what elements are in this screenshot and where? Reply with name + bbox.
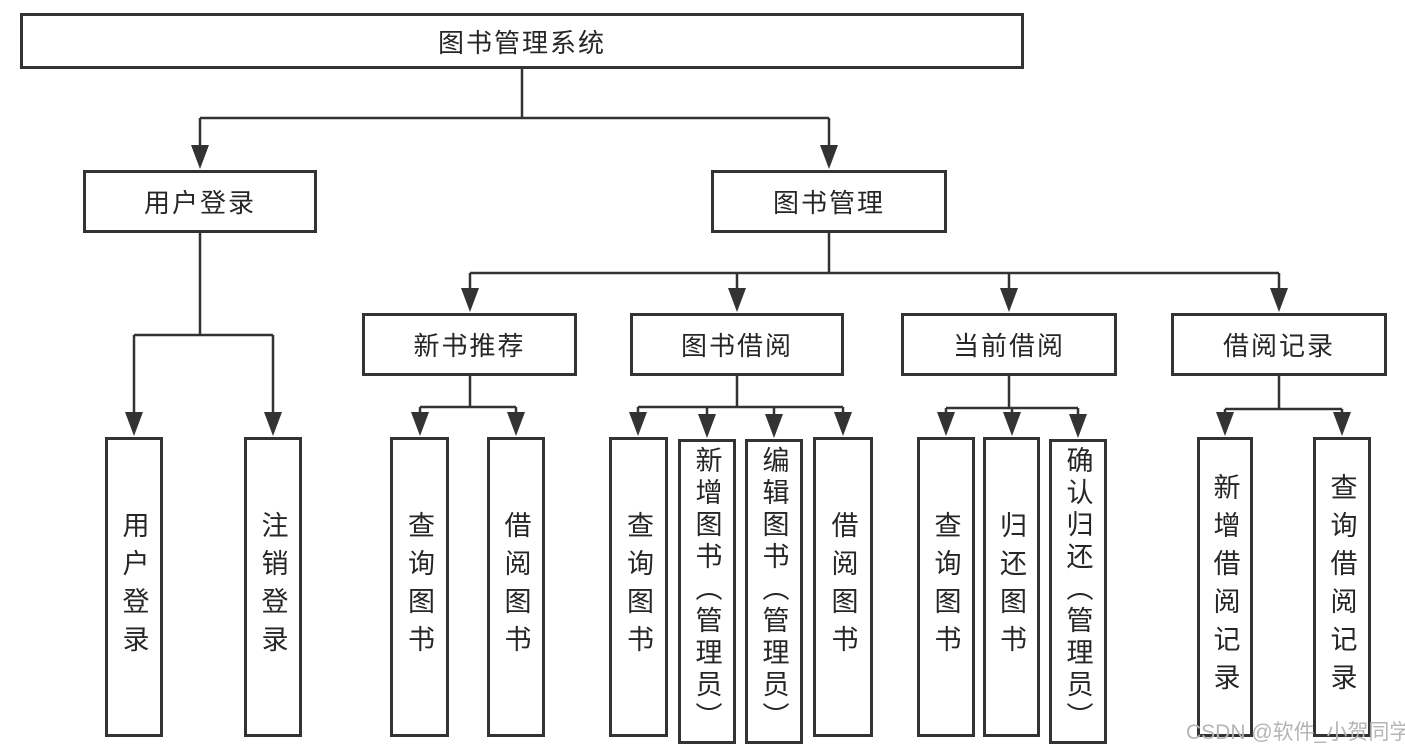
node-new-book-recommend: 新书推荐 xyxy=(362,313,577,376)
leaf-recommend-borrow-books: 借阅图书 xyxy=(487,437,545,737)
leaf-edit-books-admin: 编辑图书（管理员） xyxy=(745,439,803,744)
leaf-add-borrow-record: 新增借阅记录 xyxy=(1197,437,1253,737)
leaf-add-borrow-record-label: 新增借阅记录 xyxy=(1209,473,1240,701)
leaf-current-query-books: 查询图书 xyxy=(917,437,975,737)
node-new-book-recommend-label: 新书推荐 xyxy=(413,331,526,361)
node-root-label: 图书管理系统 xyxy=(437,27,606,58)
leaf-borrow-query-books: 查询图书 xyxy=(609,437,668,737)
node-current-borrow: 当前借阅 xyxy=(901,313,1117,376)
leaf-add-books-admin: 新增图书（管理员） xyxy=(678,439,736,744)
leaf-edit-books-admin-label: 编辑图书（管理员） xyxy=(758,446,789,734)
leaf-return-books-label: 归还图书 xyxy=(996,511,1026,663)
node-root: 图书管理系统 xyxy=(20,13,1024,69)
node-book-management: 图书管理 xyxy=(711,170,947,233)
leaf-user-login: 用户登录 xyxy=(105,437,163,737)
leaf-borrow-books: 借阅图书 xyxy=(813,437,873,737)
node-book-borrow-label: 图书借阅 xyxy=(680,331,793,361)
leaf-borrow-books-label: 借阅图书 xyxy=(827,511,858,663)
leaf-query-borrow-record: 查询借阅记录 xyxy=(1313,437,1371,737)
leaf-recommend-borrow-books-label: 借阅图书 xyxy=(500,511,531,663)
leaf-add-books-admin-label: 新增图书（管理员） xyxy=(691,446,722,734)
node-current-borrow-label: 当前借阅 xyxy=(952,331,1065,361)
leaf-query-borrow-record-label: 查询借阅记录 xyxy=(1326,473,1357,701)
leaf-recommend-query-books-label: 查询图书 xyxy=(404,511,434,663)
leaf-logout-label: 注销登录 xyxy=(257,511,288,663)
leaf-confirm-return-admin: 确认归还（管理员） xyxy=(1049,439,1107,744)
leaf-current-query-books-label: 查询图书 xyxy=(930,511,961,663)
leaf-logout: 注销登录 xyxy=(244,437,302,737)
connector-segments xyxy=(132,69,1344,420)
node-book-borrow: 图书借阅 xyxy=(630,313,844,376)
leaf-recommend-query-books: 查询图书 xyxy=(390,437,449,737)
arrowheads xyxy=(125,145,1351,438)
node-borrow-records-label: 借阅记录 xyxy=(1222,331,1335,361)
node-user-login-label: 用户登录 xyxy=(143,188,256,218)
leaf-confirm-return-admin-label: 确认归还（管理员） xyxy=(1062,446,1093,734)
node-borrow-records: 借阅记录 xyxy=(1171,313,1387,376)
leaf-return-books: 归还图书 xyxy=(983,437,1040,737)
watermark: CSDN @软件_小贺同学 xyxy=(1186,721,1405,744)
leaf-borrow-query-books-label: 查询图书 xyxy=(623,511,653,663)
node-book-management-label: 图书管理 xyxy=(772,188,885,218)
leaf-user-login-label: 用户登录 xyxy=(118,511,149,663)
node-user-login: 用户登录 xyxy=(83,170,317,233)
